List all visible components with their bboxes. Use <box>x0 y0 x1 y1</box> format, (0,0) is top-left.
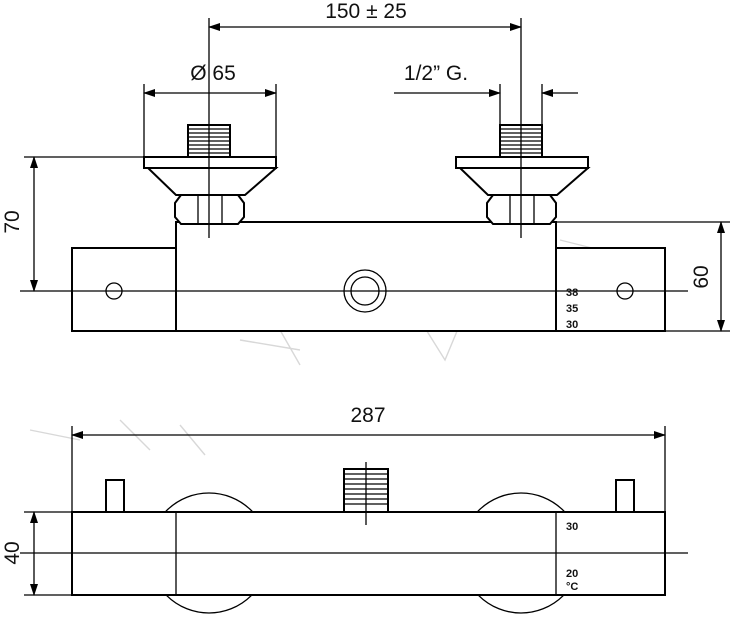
depth-label: 40 <box>1 541 24 564</box>
bottom-dimensions: 287 40 <box>1 404 666 596</box>
body-height-label: 60 <box>690 265 713 288</box>
front-scale-38: 38 <box>566 287 578 299</box>
front-scale-30: 30 <box>566 319 578 331</box>
overall-length-label: 287 <box>350 404 385 427</box>
left-connection <box>143 124 279 225</box>
bottom-scale-30: 30 <box>566 521 578 533</box>
right-stud <box>615 479 635 513</box>
front-body-left-cap <box>71 247 177 332</box>
center-distance-label: 150 ± 25 <box>325 0 407 23</box>
front-scale-35: 35 <box>566 303 578 315</box>
front-body-center <box>175 221 557 332</box>
flange-diameter-label: Ø 65 <box>190 62 236 85</box>
front-dimensions: 150 ± 25 Ø 65 1/2” G. 70 60 <box>1 0 730 332</box>
front-body-right-cap <box>555 247 666 332</box>
bottom-scale-unit: °C <box>566 581 578 593</box>
left-stud <box>105 479 125 513</box>
height-total-label: 70 <box>1 210 24 233</box>
thread-label: 1/2” G. <box>404 62 468 85</box>
front-view: 38 35 30 <box>20 18 688 332</box>
bottom-scale-20: 20 <box>566 568 578 580</box>
bottom-view: 30 20 °C <box>20 462 688 614</box>
right-connection <box>455 124 591 225</box>
